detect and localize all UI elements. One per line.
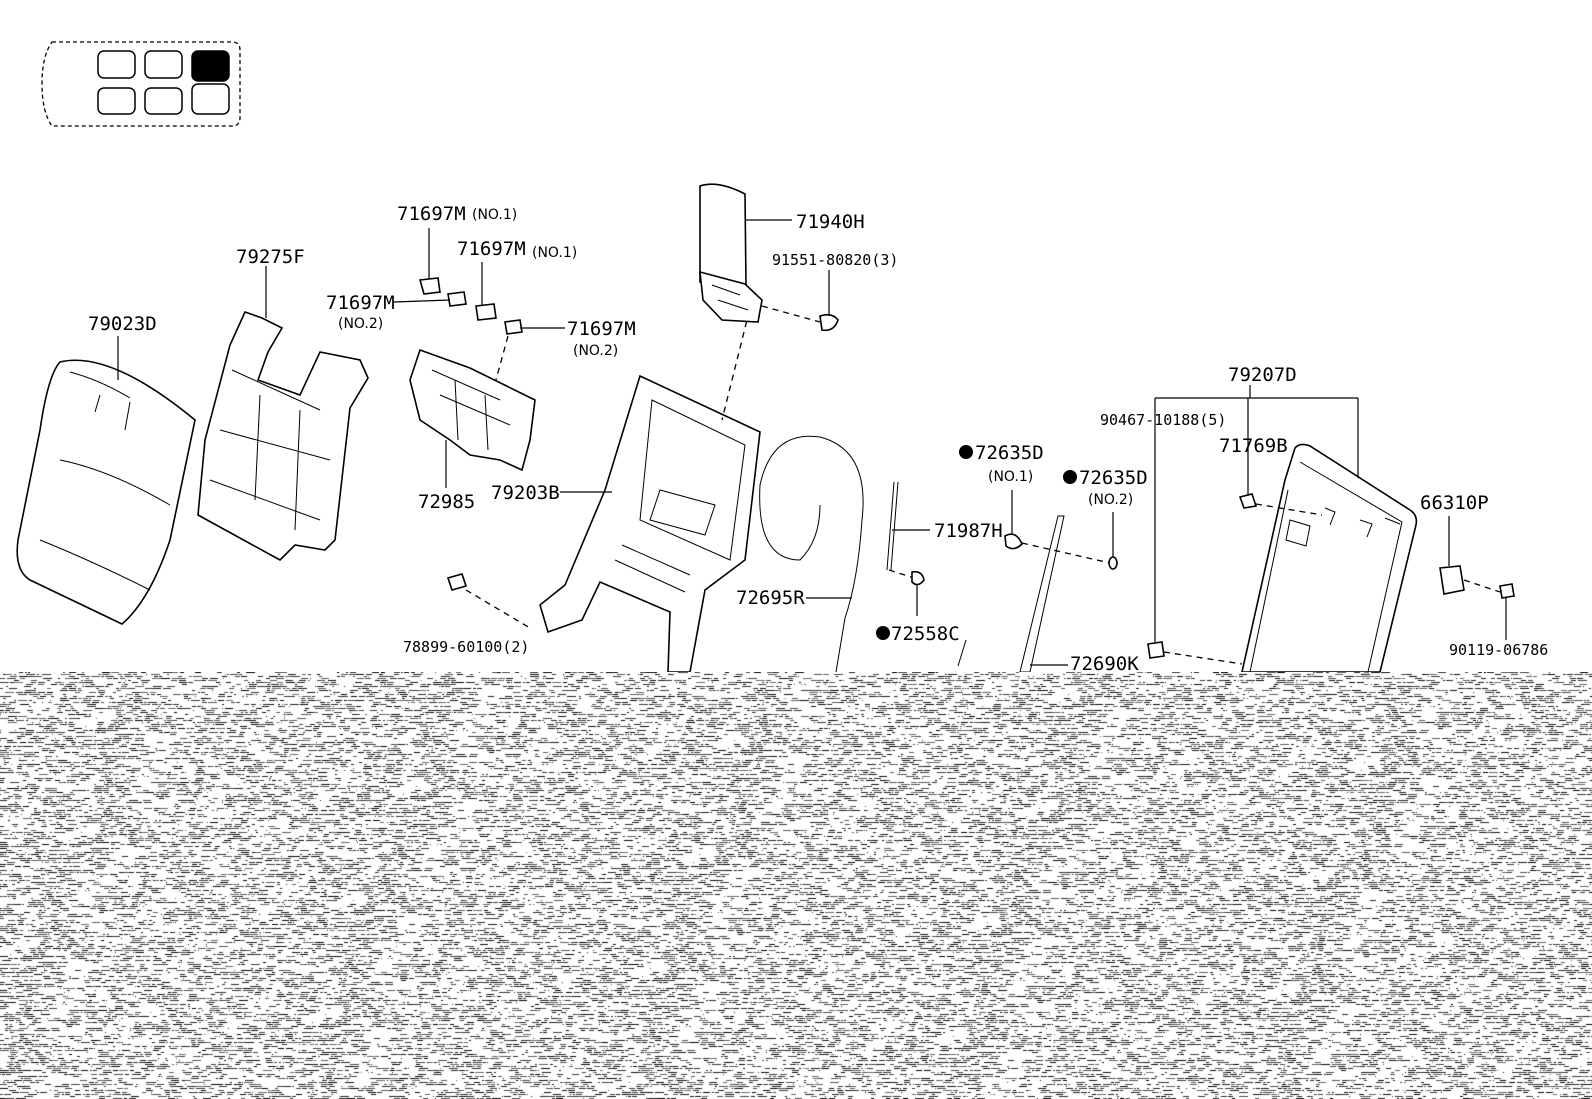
switch-part-66310P xyxy=(1439,516,1515,640)
part-label-71769B[interactable]: 71769B xyxy=(1219,435,1288,457)
part-note-71697M-no1-b: (NO.1) xyxy=(532,245,577,261)
part-label-79207D[interactable]: 79207D xyxy=(1228,364,1297,386)
part-label-91551-80820[interactable]: 91551-80820(3) xyxy=(772,251,898,269)
seat-cell-rear-right xyxy=(191,83,230,115)
part-label-79203B[interactable]: 79203B xyxy=(491,482,560,504)
part-note-71697M-no1-a: (NO.1) xyxy=(472,207,517,223)
part-note-71697M-no2-a: (NO.2) xyxy=(338,316,383,332)
cable-part-72695R xyxy=(759,435,864,673)
seatback-pad-part xyxy=(197,266,369,561)
part-label-90467-10188[interactable]: 90467-10188(5) xyxy=(1100,411,1226,429)
seatback-board-part xyxy=(1147,385,1418,673)
pin-part-72558C xyxy=(957,639,967,667)
seat-cell-front-mid xyxy=(144,50,183,79)
part-label-71697M-no1-b[interactable]: 71697M xyxy=(457,238,526,260)
part-label-71940H[interactable]: 71940H xyxy=(796,211,865,233)
part-note-72635D-no2: (NO.2) xyxy=(1088,492,1133,508)
part-label-78899-60100[interactable]: 78899-60100(2) xyxy=(403,638,529,656)
bolt-part-78899 xyxy=(446,573,531,629)
noise-region xyxy=(0,672,1592,1099)
part-label-72690K[interactable]: 72690K xyxy=(1070,653,1139,675)
part-label-90119-06786[interactable]: 90119-06786 xyxy=(1449,641,1548,659)
rod-part-71987H xyxy=(886,481,930,616)
part-label-72635D-no1[interactable]: 72635D xyxy=(975,442,1044,464)
seat-cell-front-left xyxy=(97,50,136,79)
part-label-72558C[interactable]: 72558C xyxy=(891,623,960,645)
seatback-cover-part xyxy=(16,336,196,625)
seat-locator-icon xyxy=(41,41,241,127)
part-label-71697M-no1-a[interactable]: 71697M xyxy=(397,203,466,225)
seat-cell-rear-left xyxy=(97,87,136,115)
seatback-frame-part xyxy=(539,299,761,673)
headrest-part xyxy=(699,183,839,332)
seat-cell-rear-mid xyxy=(144,87,183,115)
new-part-dot-72558C xyxy=(876,626,890,640)
seat-cell-selected xyxy=(191,50,230,82)
part-note-72635D-no1: (NO.1) xyxy=(988,469,1033,485)
part-label-71987H[interactable]: 71987H xyxy=(934,520,1003,542)
part-label-79023D[interactable]: 79023D xyxy=(88,313,157,335)
part-note-71697M-no2-b: (NO.2) xyxy=(573,343,618,359)
part-label-71697M-no2-a[interactable]: 71697M xyxy=(326,292,395,314)
part-label-72635D-no2[interactable]: 72635D xyxy=(1079,467,1148,489)
part-label-71697M-no2-b[interactable]: 71697M xyxy=(567,318,636,340)
part-label-79275F[interactable]: 79275F xyxy=(236,246,305,268)
part-label-66310P[interactable]: 66310P xyxy=(1420,492,1489,514)
part-label-72985[interactable]: 72985 xyxy=(418,491,475,513)
cap-parts-72635D xyxy=(959,445,1118,673)
clip-parts-71697M xyxy=(393,228,565,421)
bracket-part-72985 xyxy=(409,348,536,488)
part-label-72695R[interactable]: 72695R xyxy=(736,587,805,609)
